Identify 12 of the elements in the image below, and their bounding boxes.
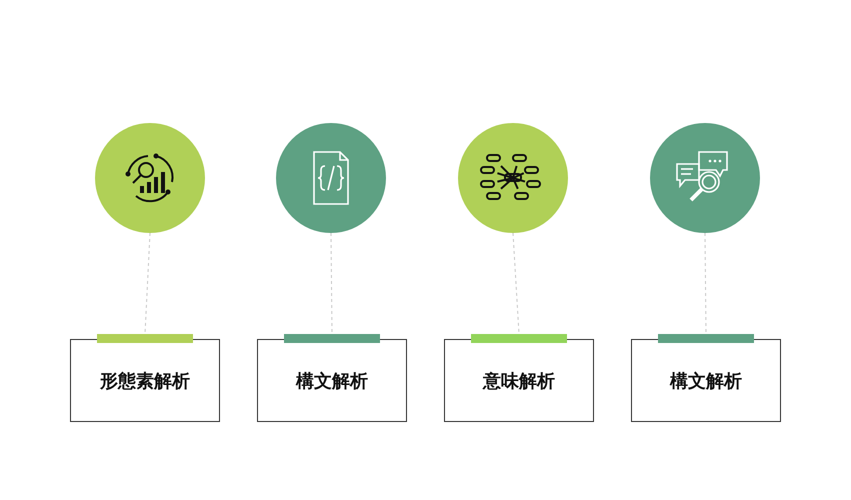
connector-line bbox=[330, 232, 332, 334]
box-label: 意味解析 bbox=[483, 370, 555, 392]
label-box bbox=[257, 339, 407, 422]
box-label: 構文解析 bbox=[296, 370, 368, 392]
box-label: 形態素解析 bbox=[100, 370, 190, 392]
connector-line bbox=[144, 232, 150, 334]
connector-line bbox=[704, 232, 706, 334]
box-label: 構文解析 bbox=[670, 370, 742, 392]
label-box bbox=[631, 339, 781, 422]
connector-line bbox=[512, 232, 520, 334]
label-box bbox=[70, 339, 220, 422]
label-box bbox=[444, 339, 594, 422]
